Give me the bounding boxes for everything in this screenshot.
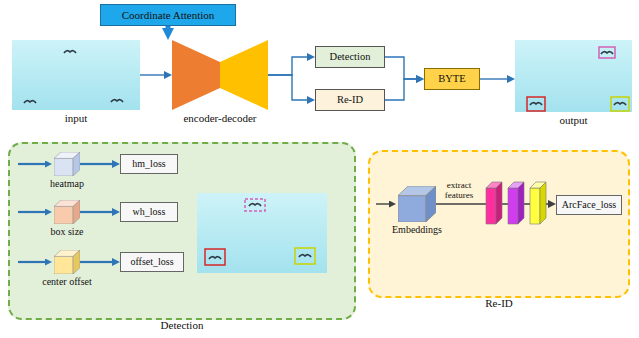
detection-box: Detection	[315, 46, 385, 68]
detection-picture	[197, 193, 327, 273]
connector	[268, 75, 307, 100]
encoder-shape	[172, 40, 220, 110]
box-label: Re-ID	[337, 94, 363, 106]
caption-label: box size	[50, 226, 83, 238]
input-picture	[12, 40, 140, 110]
caption-label: Re-ID	[485, 297, 513, 310]
box-label: Coordinate Attention	[122, 9, 215, 22]
cube-side	[73, 200, 80, 224]
reid-panel: Re-IDEmbeddingsArcFace_loss	[368, 150, 630, 298]
byte-box: BYTE	[424, 68, 480, 90]
cube-front	[398, 196, 426, 222]
loss-box: wh_loss	[120, 202, 178, 222]
caption-label: center offset	[42, 276, 92, 288]
connector	[480, 78, 507, 79]
encoder-decoder-shape: encoder-decoder	[172, 40, 268, 110]
output-picture	[515, 40, 632, 112]
caption-label: Embeddings	[392, 224, 442, 236]
loss-box: hm_loss	[120, 154, 178, 174]
caption-label: Detection	[161, 319, 204, 332]
cube-symbol	[54, 200, 80, 224]
box-label: hm_loss	[132, 158, 165, 170]
output-image: output	[515, 40, 632, 112]
heatmap-cube: heatmap	[54, 152, 80, 176]
cube-front	[54, 256, 73, 274]
box-label: wh_loss	[133, 206, 166, 218]
attention-box: Coordinate Attention	[100, 4, 236, 26]
connector	[268, 57, 307, 75]
box-label: Detection	[330, 51, 371, 63]
encoder-decoder-symbol	[172, 40, 268, 110]
caption-label: heatmap	[50, 178, 84, 190]
cube-symbol	[54, 250, 80, 274]
input-image: input	[12, 40, 140, 110]
caption-label: encoder-decoder	[183, 112, 256, 125]
box-label: offset_loss	[130, 256, 173, 268]
center-offset-cube: center offset	[54, 250, 80, 274]
caption-label: input	[65, 112, 88, 125]
reid-box: Re-ID	[315, 89, 385, 111]
cube-symbol	[54, 152, 80, 176]
connector	[140, 74, 164, 75]
input-arrows	[18, 164, 389, 262]
box-label: ArcFace_loss	[562, 199, 616, 211]
box-size-cube: box size	[54, 200, 80, 224]
connector	[80, 211, 112, 213]
cube-side	[73, 250, 80, 274]
detection-panel: Detectionheatmaphm_lossbox sizewh_lossce…	[8, 142, 356, 320]
connector	[385, 57, 416, 79]
caption-label: output	[559, 114, 587, 127]
decoder-shape	[220, 40, 268, 110]
connector	[166, 26, 171, 28]
panel-fill	[8, 142, 356, 320]
edge-label: extract features	[436, 180, 482, 200]
cube-symbol	[398, 186, 436, 222]
loss-box: ArcFace_loss	[556, 195, 622, 215]
cube-front	[54, 206, 73, 224]
connector	[385, 79, 416, 100]
connector	[80, 163, 112, 165]
loss-box: offset_loss	[120, 252, 184, 272]
connector	[80, 261, 112, 263]
cube-side	[426, 186, 436, 222]
cube-side	[73, 152, 80, 176]
panel-fill	[368, 150, 630, 298]
embeddings-cube: Embeddings	[398, 186, 436, 222]
box-label: BYTE	[438, 73, 465, 85]
cube-front	[54, 158, 73, 176]
